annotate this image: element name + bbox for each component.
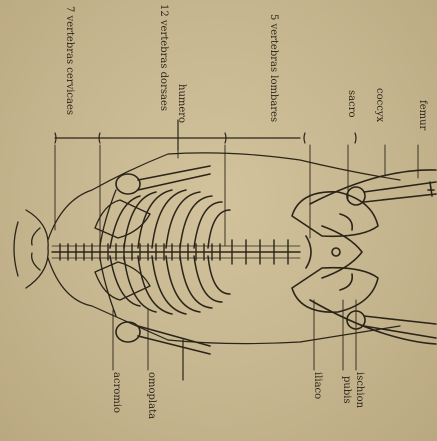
head-outline — [14, 210, 48, 288]
label-femur: femur — [417, 100, 427, 130]
label-pubis: pubis — [341, 376, 351, 404]
label-cervical-vertebrae: 7 vertebras cervicaes — [64, 6, 74, 115]
label-ischium: ischion — [354, 372, 364, 408]
label-dorsal-vertebrae: 12 vertebras dorsaes — [158, 4, 168, 111]
shoulder-girdle — [95, 190, 150, 316]
femur-bones — [310, 170, 436, 344]
spine — [52, 240, 300, 264]
leader-lines-top — [55, 145, 418, 246]
body-outline — [48, 120, 400, 380]
label-bracket — [55, 133, 356, 143]
label-sacrum: sacro — [346, 90, 356, 118]
pelvis — [292, 192, 378, 312]
label-acromion: acromio — [111, 372, 121, 413]
label-lumbar-vertebrae: 5 vertebras lombares — [268, 14, 278, 122]
label-scapula: omoplata — [146, 372, 156, 419]
label-ilium: iliaco — [312, 372, 322, 399]
label-humerus: humero — [176, 84, 186, 123]
label-coccyx: coccyx — [374, 88, 384, 122]
